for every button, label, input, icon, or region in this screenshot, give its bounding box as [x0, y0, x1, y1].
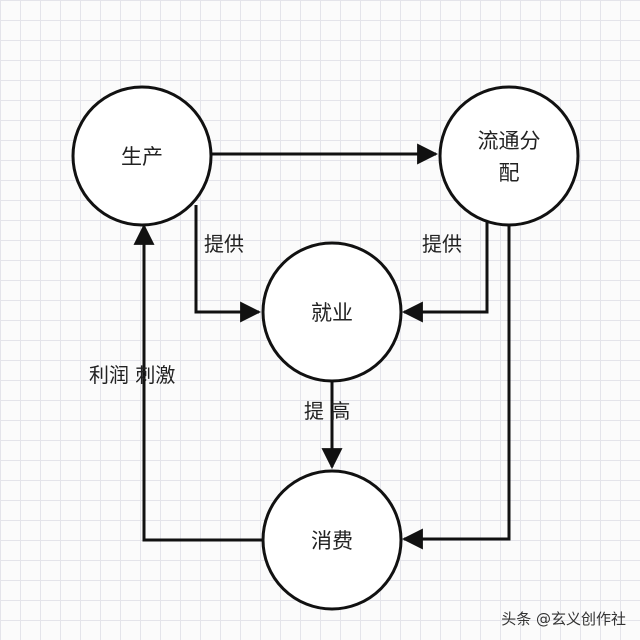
edge-label-distribution-provides: 提供: [422, 232, 462, 256]
node-distribution-label-line2: 配: [499, 161, 520, 185]
node-production-label: 生产: [121, 145, 163, 169]
edge-label-production-provides: 提供: [204, 232, 244, 256]
edge-label-profit-stimulus: 利润 刺激: [89, 363, 175, 387]
watermark: 头条 @玄义创作社: [501, 610, 626, 628]
node-production: 生产: [71, 85, 213, 227]
node-employment: 就业: [261, 241, 403, 383]
arrow-distribution-to-employment: [401, 222, 489, 323]
node-employment-label: 就业: [311, 301, 353, 325]
node-consumption-label: 消费: [311, 529, 353, 553]
node-consumption: 消费: [261, 469, 403, 611]
arrow-distribution-to-consumption: [401, 224, 511, 550]
arrow-production-to-employment: [194, 205, 262, 323]
edge-label-employment-raises: 提 高: [304, 399, 350, 423]
arrow-consumption-to-production: [133, 223, 262, 542]
node-distribution: 流通分 配: [438, 85, 580, 227]
node-distribution-label-line1: 流通分: [478, 129, 541, 153]
